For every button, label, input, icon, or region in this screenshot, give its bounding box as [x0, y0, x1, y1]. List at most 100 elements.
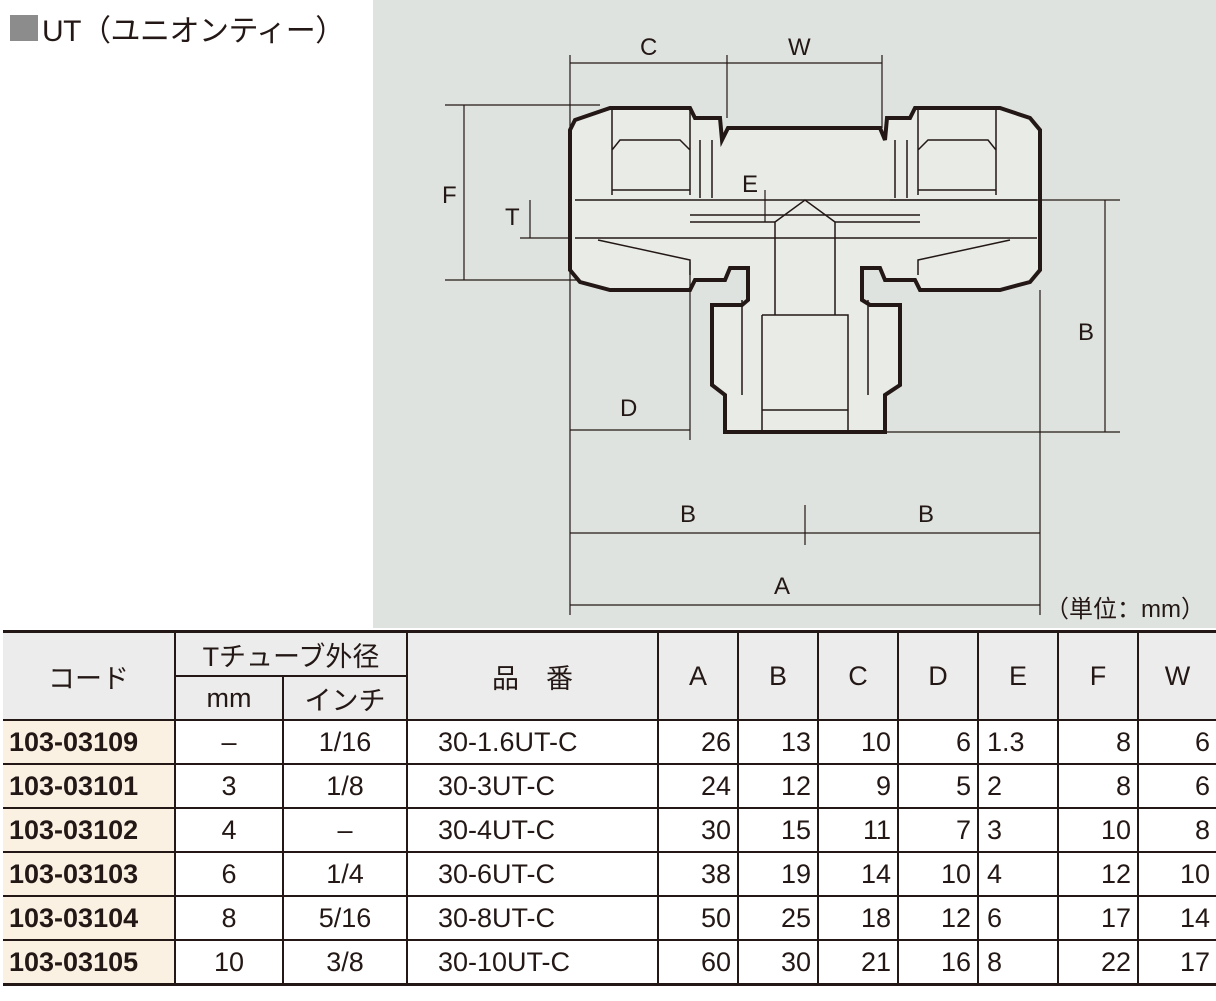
- tee-fitting-drawing: C W F T E B D B B A: [442, 34, 1120, 615]
- cell-e: 2: [977, 763, 1059, 809]
- cell-f: 10: [1057, 807, 1139, 853]
- cell-part-no: 30-10UT-C: [406, 939, 659, 986]
- spec-table: コード Tチューブ外径 品 番 A B C D E F W mm インチ 103…: [3, 630, 1216, 986]
- cell-a: 50: [657, 895, 739, 941]
- dim-label-d: D: [620, 395, 637, 422]
- cell-w: 6: [1137, 763, 1216, 809]
- cell-b: 25: [737, 895, 819, 941]
- cell-f: 8: [1057, 719, 1139, 765]
- dim-label-f: F: [442, 182, 457, 209]
- header-d: D: [897, 630, 979, 721]
- cell-w: 17: [1137, 939, 1216, 986]
- cell-code: 103-03104: [3, 895, 176, 941]
- cell-b: 19: [737, 851, 819, 897]
- cell-d: 7: [897, 807, 979, 853]
- cell-part-no: 30-6UT-C: [406, 851, 659, 897]
- header-tube-od: Tチューブ外径: [174, 630, 408, 677]
- header-part-no: 品 番: [406, 630, 659, 721]
- cell-code: 103-03102: [3, 807, 176, 853]
- dim-label-b-left: B: [680, 501, 696, 528]
- cell-w: 6: [1137, 719, 1216, 765]
- header-inch: インチ: [282, 675, 407, 721]
- dim-label-b-right: B: [1078, 319, 1094, 346]
- cell-a: 60: [657, 939, 739, 986]
- header-b: B: [737, 630, 819, 721]
- cell-code: 103-03109: [3, 719, 176, 765]
- cell-c: 11: [817, 807, 899, 853]
- cell-d: 12: [897, 895, 979, 941]
- cell-c: 18: [817, 895, 899, 941]
- cell-c: 14: [817, 851, 899, 897]
- cell-d: 10: [897, 851, 979, 897]
- cell-inch: 1/4: [282, 851, 408, 897]
- cell-code: 103-03105: [3, 939, 176, 986]
- cell-mm: –: [174, 719, 284, 765]
- cell-b: 12: [737, 763, 819, 809]
- dim-label-w: W: [788, 34, 811, 61]
- dim-label-t: T: [505, 204, 520, 231]
- cell-f: 8: [1057, 763, 1139, 809]
- cell-part-no: 30-4UT-C: [406, 807, 659, 853]
- cell-inch: 3/8: [282, 939, 408, 986]
- unit-note: （単位：mm）: [1045, 596, 1205, 623]
- cell-c: 21: [817, 939, 899, 986]
- cell-a: 38: [657, 851, 739, 897]
- cell-part-no: 30-3UT-C: [406, 763, 659, 809]
- header-code: コード: [3, 630, 176, 721]
- cell-b: 15: [737, 807, 819, 853]
- cell-inch: 5/16: [282, 895, 408, 941]
- header-f: F: [1057, 630, 1139, 721]
- cell-f: 22: [1057, 939, 1139, 986]
- cell-d: 16: [897, 939, 979, 986]
- fitting-outline: [568, 106, 1042, 434]
- cell-mm: 10: [174, 939, 284, 986]
- dim-label-e: E: [742, 171, 758, 198]
- cell-e: 3: [977, 807, 1059, 853]
- cell-inch: –: [282, 807, 408, 853]
- title-text: UT（ユニオンティー）: [42, 15, 345, 48]
- header-w: W: [1137, 630, 1216, 721]
- cell-b: 30: [737, 939, 819, 986]
- cell-a: 24: [657, 763, 739, 809]
- header-e: E: [977, 630, 1059, 721]
- cell-w: 14: [1137, 895, 1216, 941]
- cell-code: 103-03103: [3, 851, 176, 897]
- dim-label-c: C: [640, 34, 657, 61]
- cell-f: 17: [1057, 895, 1139, 941]
- cell-mm: 4: [174, 807, 284, 853]
- cell-part-no: 30-1.6UT-C: [406, 719, 659, 765]
- cell-e: 8: [977, 939, 1059, 986]
- cell-mm: 3: [174, 763, 284, 809]
- cell-mm: 6: [174, 851, 284, 897]
- cell-e: 1.3: [977, 719, 1059, 765]
- cell-mm: 8: [174, 895, 284, 941]
- header-c: C: [817, 630, 899, 721]
- dim-label-a: A: [774, 573, 790, 600]
- square-bullet-icon: [10, 15, 38, 41]
- cell-e: 4: [977, 851, 1059, 897]
- section-title: UT（ユニオンティー）: [10, 6, 345, 50]
- cell-part-no: 30-8UT-C: [406, 895, 659, 941]
- cell-code: 103-03101: [3, 763, 176, 809]
- cell-inch: 1/8: [282, 763, 408, 809]
- dim-label-b-mid: B: [918, 501, 934, 528]
- cell-e: 6: [977, 895, 1059, 941]
- cell-inch: 1/16: [282, 719, 408, 765]
- cell-f: 12: [1057, 851, 1139, 897]
- header-mm: mm: [175, 675, 284, 721]
- cell-b: 13: [737, 719, 819, 765]
- cell-w: 10: [1137, 851, 1216, 897]
- cell-a: 26: [657, 719, 739, 765]
- cell-c: 9: [817, 763, 899, 809]
- header-a: A: [657, 630, 739, 721]
- cell-w: 8: [1137, 807, 1216, 853]
- cell-d: 5: [897, 763, 979, 809]
- cell-c: 10: [817, 719, 899, 765]
- cell-d: 6: [897, 719, 979, 765]
